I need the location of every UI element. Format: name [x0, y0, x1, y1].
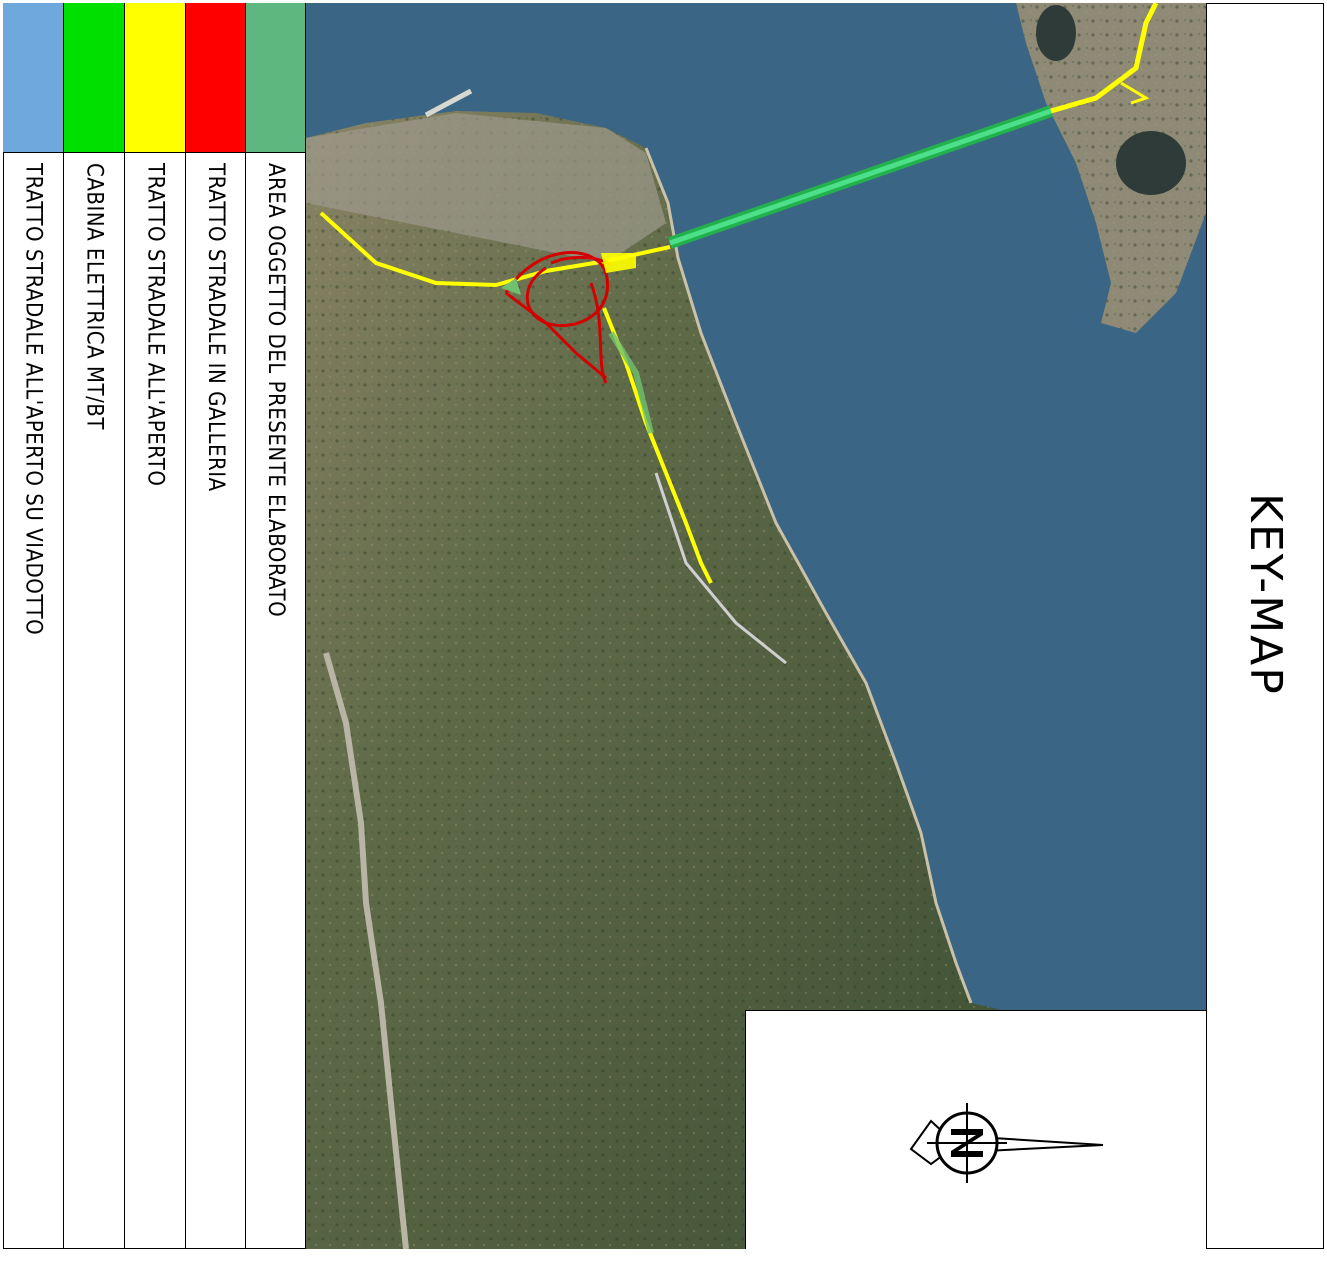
harbour — [424, 88, 473, 118]
legend-swatch-viadotto — [3, 3, 63, 153]
river — [323, 652, 409, 1249]
legend-label: AREA OGGETTO DEL PRESENTE ELABORATO — [263, 163, 288, 618]
lake — [1036, 5, 1076, 61]
legend-swatch-galleria — [186, 3, 245, 153]
lake — [1116, 131, 1186, 195]
open-road — [602, 307, 713, 584]
coastline — [644, 147, 973, 1004]
road — [654, 472, 787, 665]
legend-swatch-area — [246, 3, 305, 153]
legend-label: TRATTO STRADALE ALL'APERTO — [142, 163, 168, 487]
legend-item-viadotto: TRATTO STRADALE ALL'APERTO SU VIADOTTO — [3, 3, 64, 1249]
sicily-road — [1050, 3, 1159, 114]
legend-label: TRATTO STRADALE IN GALLERIA — [203, 163, 228, 492]
compass-inset — [745, 1010, 1206, 1249]
legend-item-aperto: TRATTO STRADALE ALL'APERTO — [125, 3, 186, 1249]
title-column: KEY-MAP — [1206, 3, 1324, 1249]
legend-item-cabina: CABINA ELETTRICA MT/BT — [64, 3, 125, 1249]
tunnel-roads — [504, 251, 612, 384]
legend-swatch-aperto — [125, 3, 185, 153]
legend-label: CABINA ELETTRICA MT/BT — [81, 163, 107, 430]
urban-area — [306, 113, 666, 263]
legend-label: TRATTO STRADALE ALL'APERTO SU VIADOTTO — [20, 163, 46, 636]
map-title: KEY-MAP — [1240, 493, 1291, 696]
north-arrow-icon — [909, 1103, 1104, 1183]
satellite-map[interactable] — [306, 3, 1206, 1249]
legend-item-area: AREA OGGETTO DEL PRESENTE ELABORATO — [246, 3, 306, 1249]
legend-swatch-cabina — [64, 3, 124, 153]
legend-item-galleria: TRATTO STRADALE IN GALLERIA — [186, 3, 246, 1249]
